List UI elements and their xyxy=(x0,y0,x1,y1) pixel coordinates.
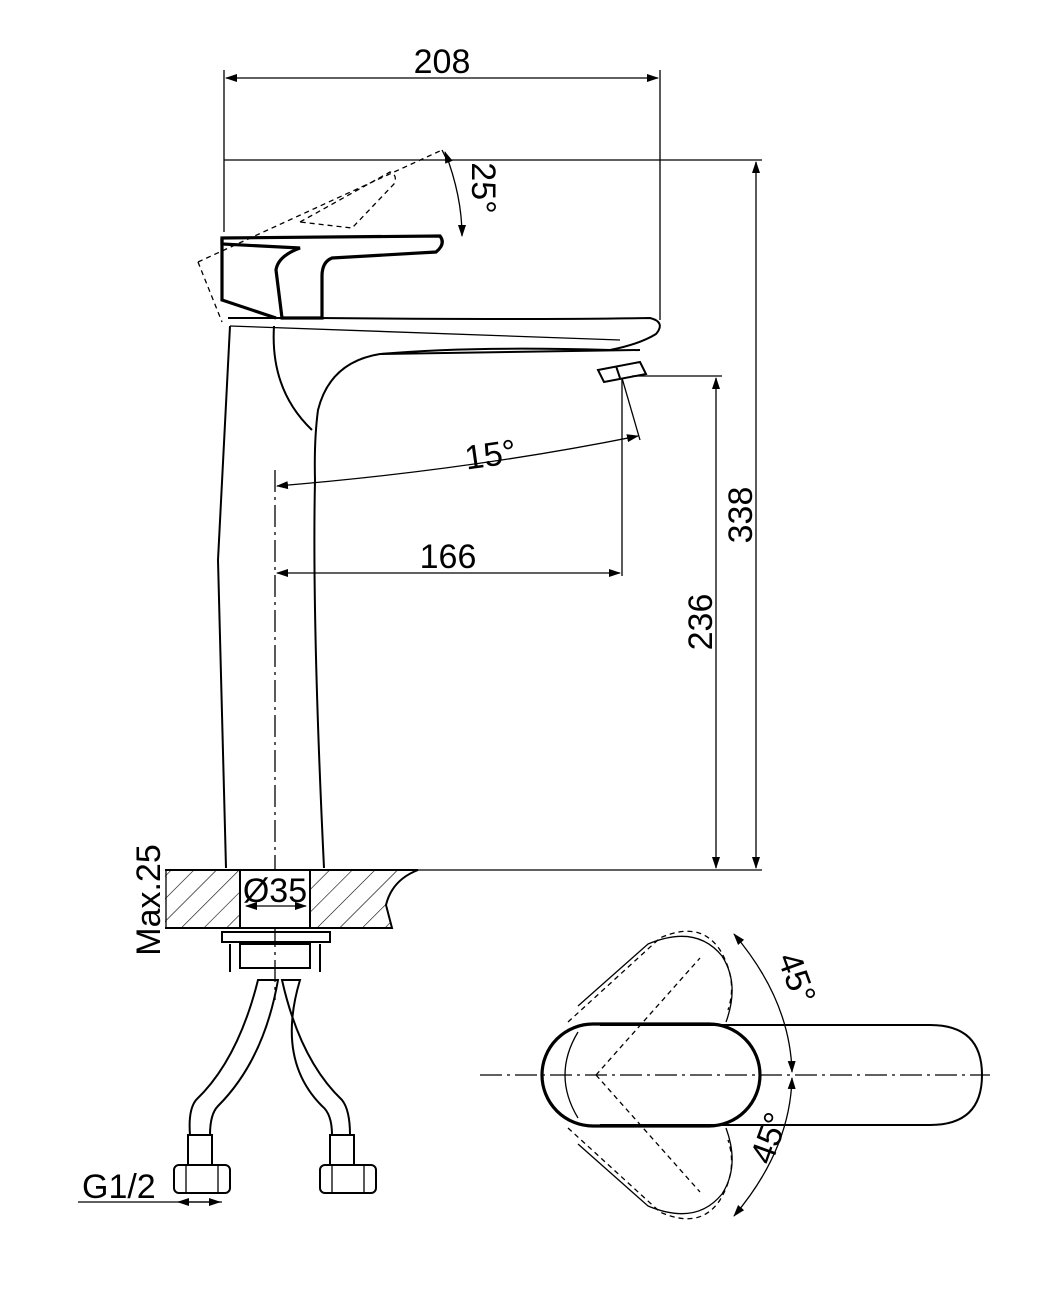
handle-ghost-upper xyxy=(567,930,733,1023)
column-left-edge xyxy=(216,325,231,869)
column-right-edge xyxy=(313,479,325,869)
ferrule-left xyxy=(187,1134,213,1166)
washer xyxy=(221,931,331,943)
hose-nut-right xyxy=(319,1164,377,1194)
dim-spout-reach: 166 xyxy=(420,538,477,576)
ferrule-right xyxy=(329,1134,355,1166)
handle-lever xyxy=(220,234,444,320)
dim-rotation-top: 45° xyxy=(770,948,823,1009)
handle-ghost-lower xyxy=(197,261,223,323)
handle-ghost-lower-top xyxy=(567,1127,733,1220)
dim-overall-width: 208 xyxy=(414,43,471,81)
ghost-edge-lower xyxy=(595,1074,701,1193)
spout-plan xyxy=(600,1024,984,1126)
handle-body xyxy=(220,238,277,320)
spout-axis-tilted xyxy=(621,377,641,441)
faucet-side-view: 208 25° 15° 166 338 236 Max.25 Ø35 G1/2 xyxy=(78,43,762,1206)
mounting-nut xyxy=(239,943,311,969)
body-back-curve xyxy=(272,325,313,431)
faucet-top-view: 45° 45° xyxy=(480,930,990,1220)
dim-arc-15 xyxy=(276,434,639,490)
ghost-edge-upper xyxy=(595,957,701,1076)
aerator-mark xyxy=(615,365,621,379)
hose-nut-left xyxy=(173,1164,231,1194)
dim-arc-45-bottom xyxy=(733,1077,796,1217)
handle-plan xyxy=(540,1022,762,1128)
handle-ghost-lever xyxy=(297,171,396,229)
dim-deck-thickness: Max.25 xyxy=(130,844,168,956)
aerator xyxy=(596,360,648,384)
spout-top xyxy=(228,316,661,355)
dim-arc-25 xyxy=(444,151,466,237)
dim-connection-thread: G1/2 xyxy=(82,1168,156,1206)
spout-top-inner xyxy=(229,325,621,341)
dim-arc-45-top xyxy=(733,933,796,1073)
dim-rotation-bottom: 45° xyxy=(743,1108,796,1169)
handle-rotated-lower xyxy=(577,1127,733,1215)
dim-handle-angle: 25° xyxy=(464,162,502,213)
mounting-studs xyxy=(229,944,321,972)
dim-hole-diameter: Ø35 xyxy=(243,872,307,910)
dim-spout-angle: 15° xyxy=(462,433,518,478)
handle-plan-inner xyxy=(564,1031,579,1119)
countertop-outline xyxy=(165,869,419,929)
hose-right xyxy=(280,979,352,1136)
dim-total-height: 338 xyxy=(722,487,760,544)
dim-spout-height: 236 xyxy=(682,594,720,651)
handle-rotated-upper xyxy=(577,935,733,1023)
hose-left xyxy=(188,979,280,1136)
mounting-hole xyxy=(240,870,310,928)
